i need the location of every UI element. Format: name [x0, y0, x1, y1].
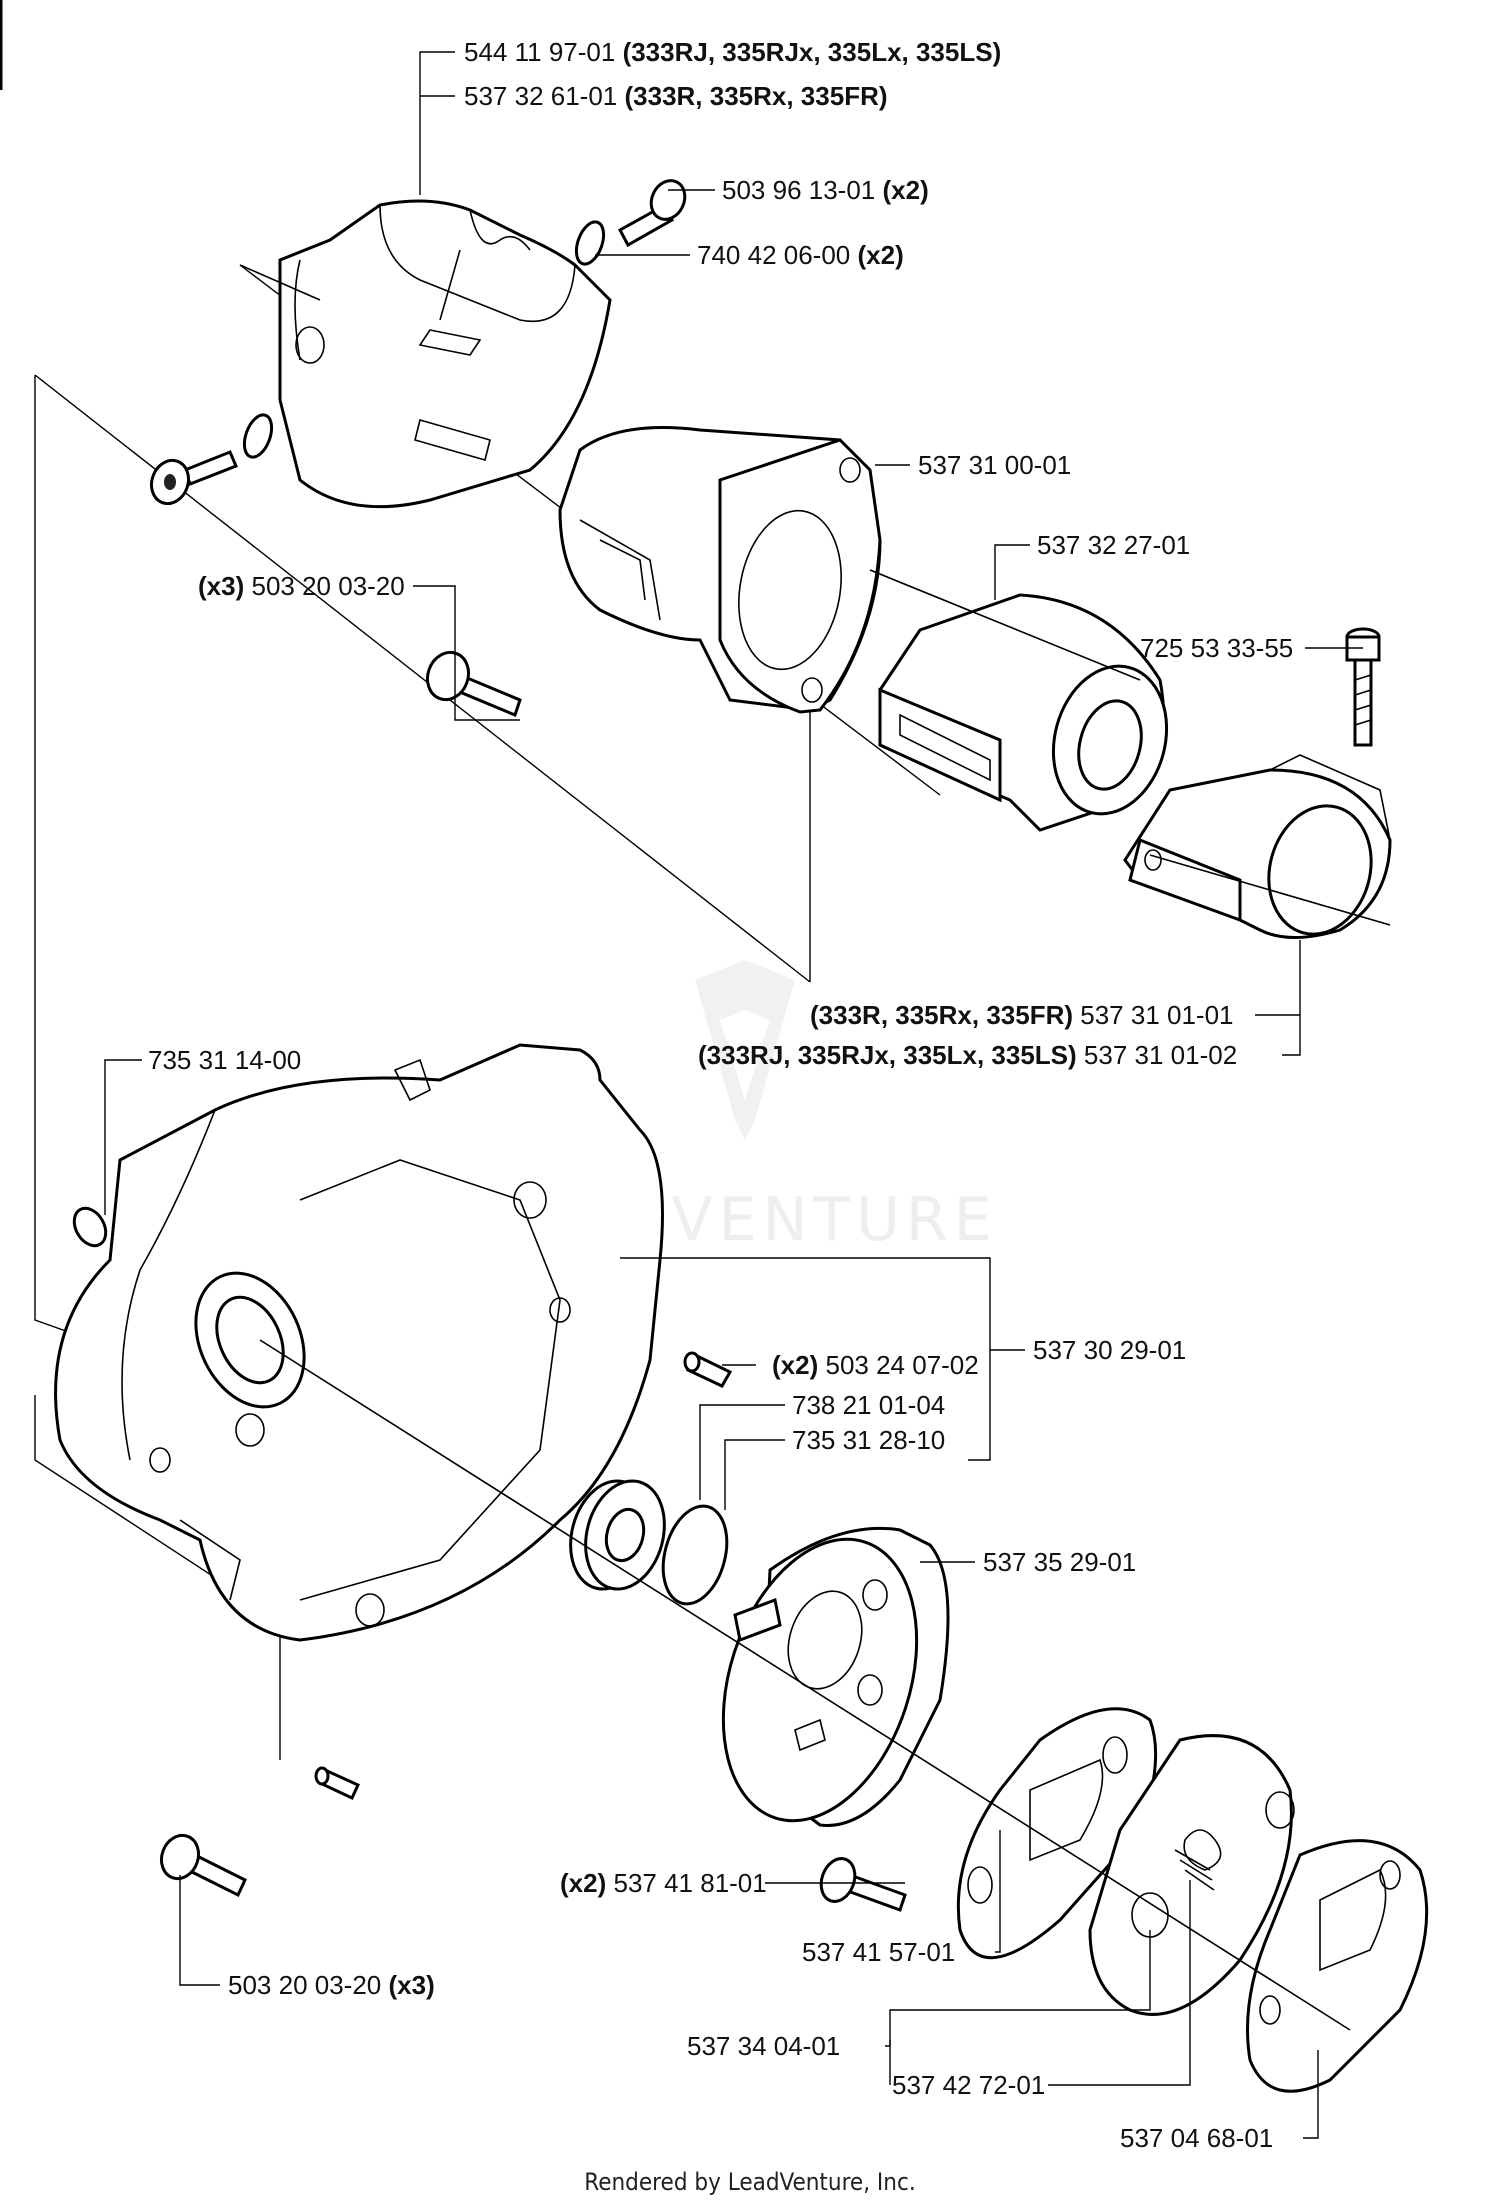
footer-credit: Rendered by LeadVenture, Inc.: [584, 2168, 915, 2196]
axis-lines: [239, 264, 1391, 2031]
label-503-20-03-20-mid: (x3) 503 20 03-20: [198, 571, 405, 601]
label-738-21-01-04: 738 21 01-04: [792, 1390, 945, 1420]
label-537-42-72-01: 537 42 72-01: [892, 2070, 1045, 2100]
bolt-vertical: [1345, 627, 1381, 747]
label-537-32-61-01: 537 32 61-01 (333R, 335Rx, 335FR): [464, 81, 888, 111]
clamp-lower: [1123, 754, 1392, 939]
label-740-42-06-00: 740 42 06-00 (x2): [697, 240, 904, 270]
label-735-31-28-10: 735 31 28-10: [792, 1425, 945, 1455]
screw-bottom: [159, 1833, 247, 1898]
label-503-24-07-02: (x2) 503 24 07-02: [772, 1350, 979, 1380]
label-537-31-01-02: (333RJ, 335RJx, 335Lx, 335LS) 537 31 01-…: [698, 1040, 1237, 1070]
o-ring-left: [242, 413, 274, 459]
clutch-drum: [721, 1526, 950, 1827]
clamp-sleeve: [878, 593, 1169, 832]
label-537-41-81-01: (x2) 537 41 81-01: [560, 1868, 767, 1898]
washer-plate: [956, 1707, 1158, 1960]
label-503-20-03-20-bottom: 503 20 03-20 (x3): [228, 1970, 435, 2000]
screw-top: [617, 179, 687, 248]
label-537-32-27-01: 537 32 27-01: [1037, 530, 1190, 560]
screw-left: [149, 450, 238, 506]
leader-lines: [104, 51, 1363, 2139]
label-735-31-14-00: 735 31 14-00: [148, 1045, 301, 1075]
label-537-34-04-01: 537 34 04-01: [687, 2031, 840, 2061]
label-544-11-97-01: 544 11 97-01 (333RJ, 335RJx, 335Lx, 335L…: [464, 37, 1001, 67]
label-537-31-01-01: (333R, 335Rx, 335FR) 537 31 01-01: [810, 1000, 1234, 1030]
label-537-31-00-01: 537 31 00-01: [918, 450, 1071, 480]
shoulder-screw: [819, 1857, 907, 1912]
crankcase: [54, 1043, 664, 1642]
bearing: [569, 1479, 666, 1591]
pin-right: [683, 1351, 733, 1388]
pin-bottom: [314, 1766, 360, 1800]
label-725-53-33-55: 725 53 33-55: [1140, 633, 1293, 663]
label-537-04-68-01: 537 04 68-01: [1120, 2123, 1273, 2153]
clutch-housing: [558, 426, 882, 714]
snap-ring: [72, 1206, 108, 1248]
label-537-30-29-01: 537 30 29-01: [1033, 1335, 1186, 1365]
fan-housing-cover: [278, 199, 612, 509]
circlip: [661, 1504, 729, 1606]
cover-plate: [1246, 1839, 1429, 2093]
label-503-96-13-01: 503 96 13-01 (x2): [722, 175, 929, 205]
o-ring-top: [574, 220, 606, 266]
label-537-35-29-01: 537 35 29-01: [983, 1547, 1136, 1577]
screw-mid: [425, 650, 522, 718]
label-537-41-57-01: 537 41 57-01: [802, 1937, 955, 1967]
part-labels: 544 11 97-01 (333RJ, 335RJx, 335Lx, 335L…: [148, 37, 1293, 2153]
